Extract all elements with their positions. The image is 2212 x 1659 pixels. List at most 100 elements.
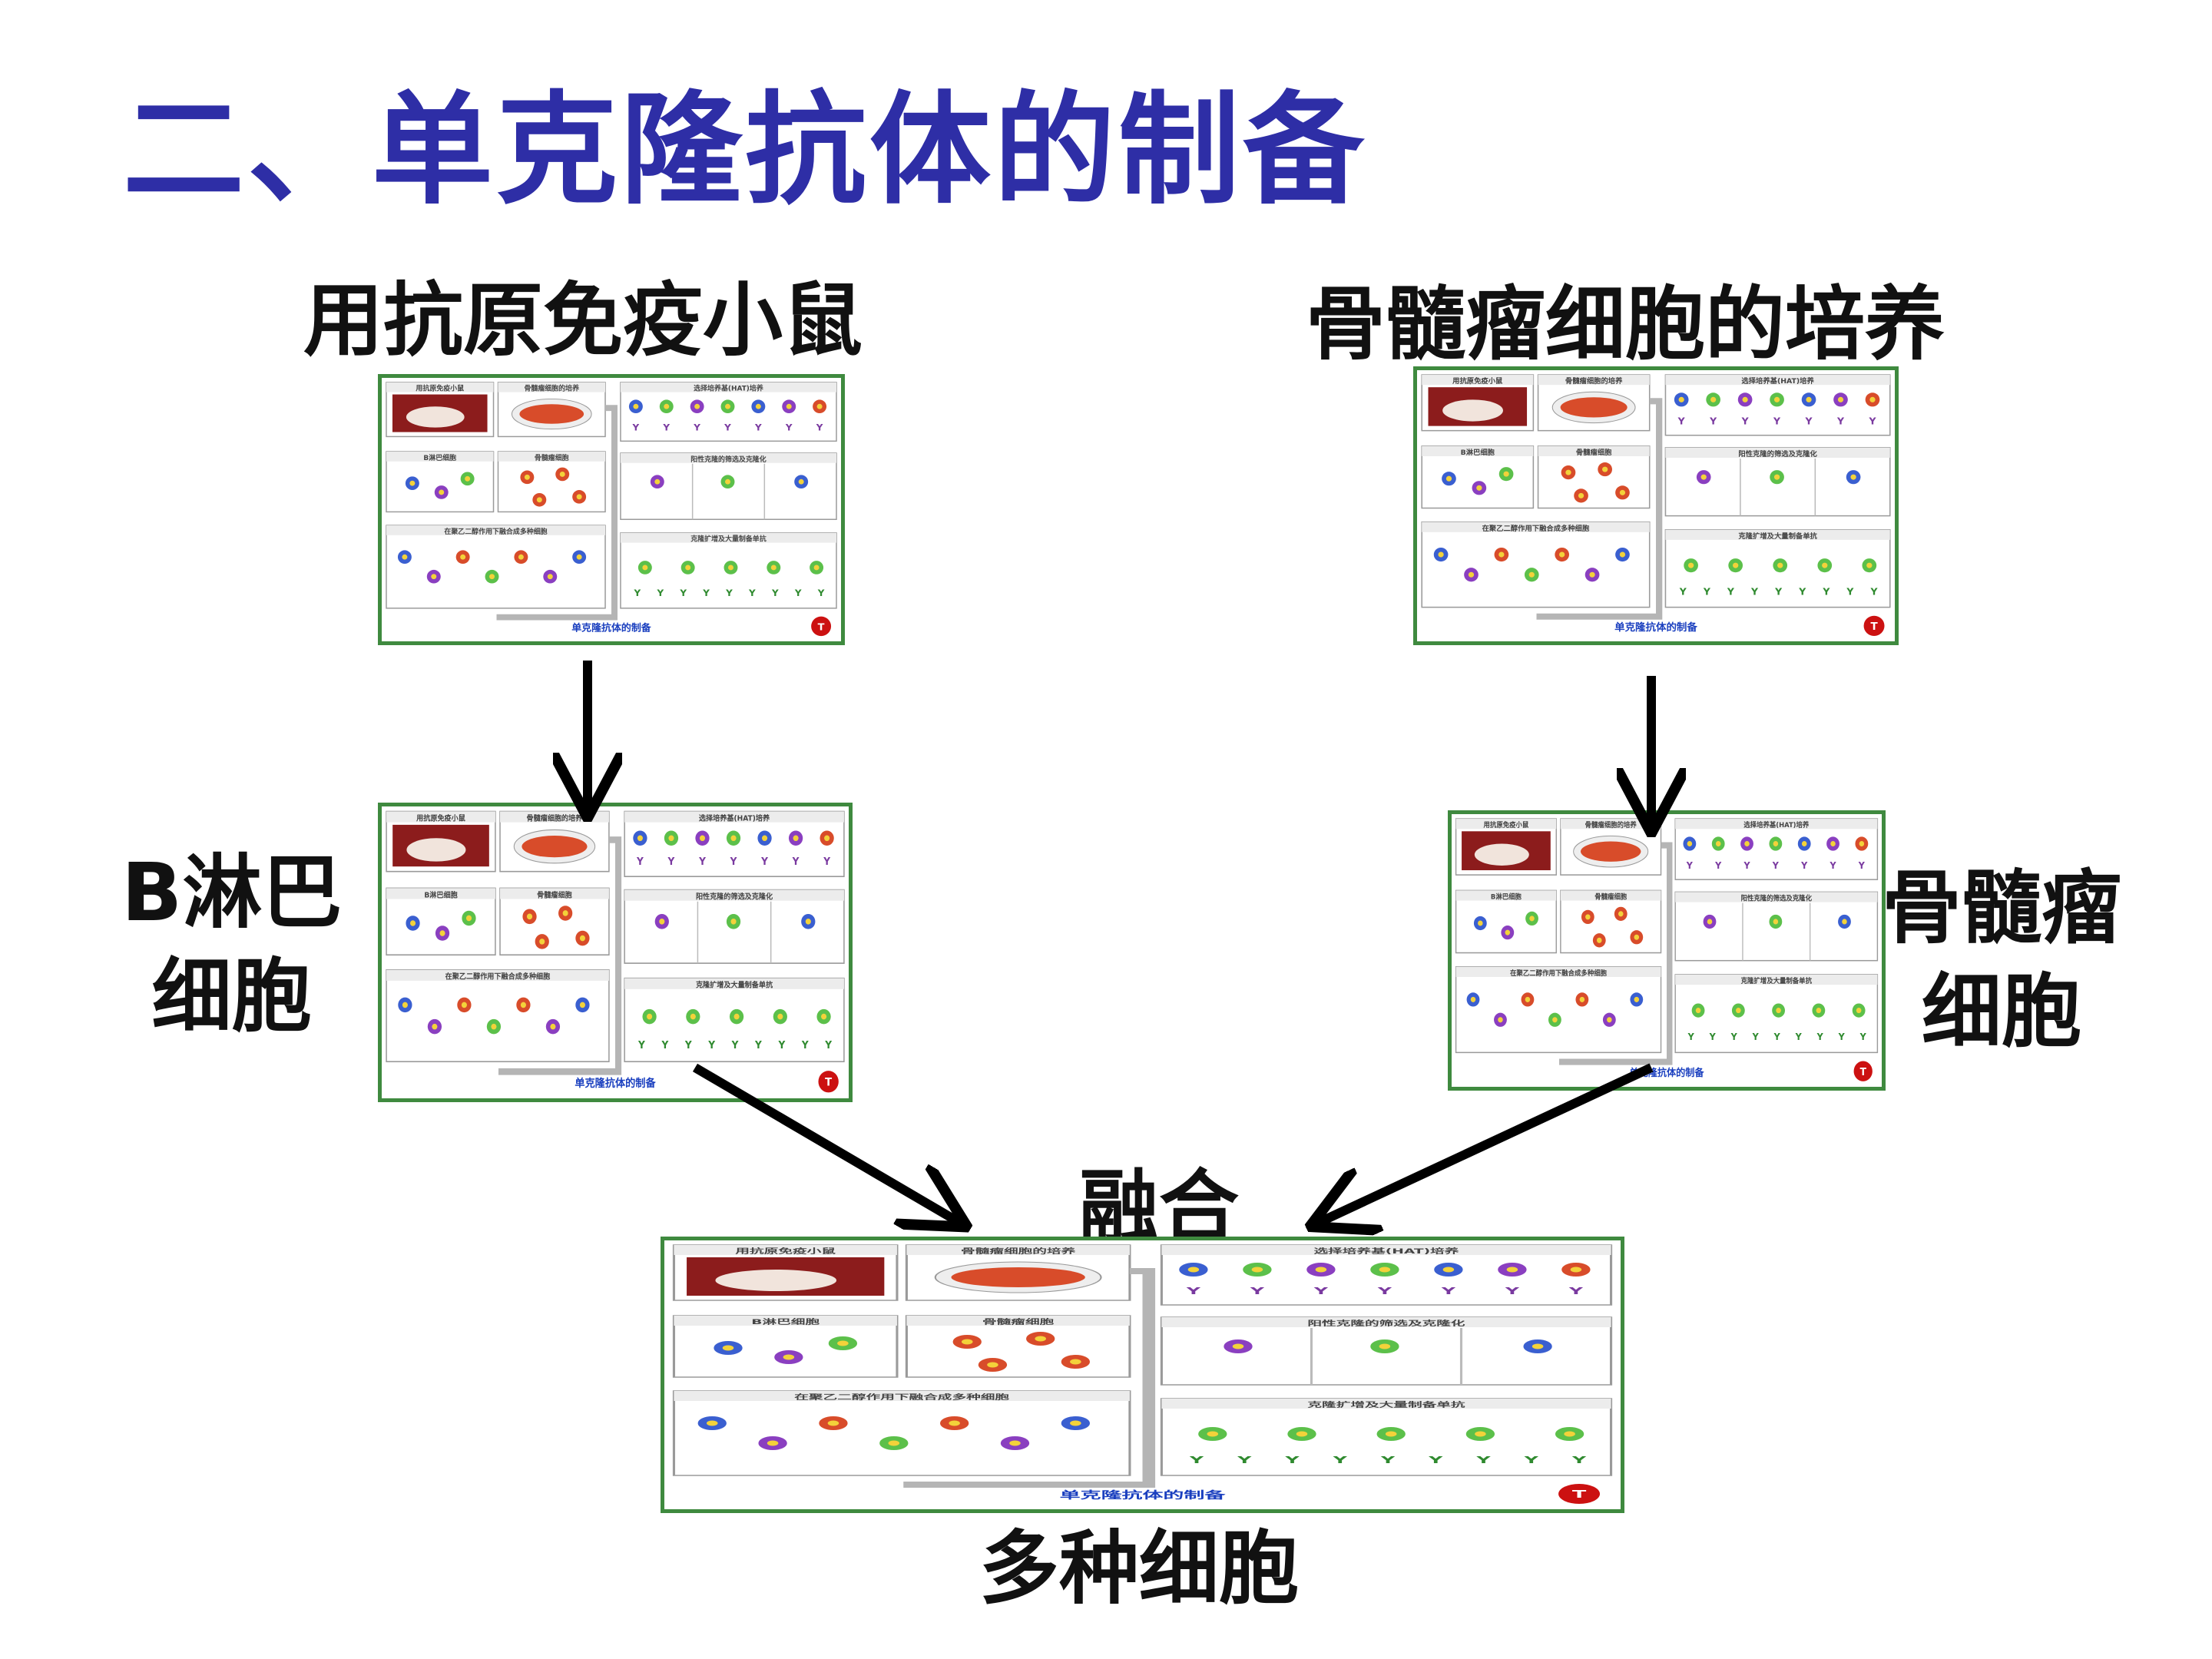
publisher-logo-icon [1558,1484,1601,1504]
cell-culture-icon [522,836,588,858]
cell-nucleus [1607,1017,1612,1023]
cell-nucleus [637,835,643,842]
panel-culture: 骨髓瘤细胞的培养 [1560,818,1662,876]
panel-immunize: 用抗原免疫小鼠 [386,810,496,873]
panel-label: 在聚乙二醇作用下融合成多种细胞 [444,527,547,536]
cell-nucleus [888,1440,900,1446]
antibody-icon: Y [1868,416,1876,427]
thumbnail-caption: 单克隆抗体的制备 [1060,1489,1227,1501]
antibody-icon: Y [1846,587,1853,598]
flow-connector [496,405,618,621]
cell-nucleus [1822,562,1828,568]
cell-nucleus [1468,571,1475,578]
antibody-icon: Y [1743,860,1751,872]
cell-nucleus [1837,396,1844,402]
cell-nucleus [777,1013,783,1020]
panel-label: 在聚乙二醇作用下融合成多种细胞 [794,1392,1009,1401]
cell-nucleus [579,935,585,942]
panel-label: B淋巴细胞 [751,1317,820,1326]
logo-mark: T [818,621,825,633]
cell-culture-icon [1560,397,1628,418]
panel-label: 用抗原免疫小鼠 [416,384,464,393]
panel-label: B淋巴细胞 [1461,448,1495,457]
antibody-icon: Y [816,422,823,433]
cell-nucleus [642,565,648,571]
cell-nucleus [1232,1343,1244,1349]
panel-label: B淋巴细胞 [1491,892,1522,901]
cell-nucleus [1776,1008,1781,1014]
cell-nucleus [1744,840,1750,847]
panel-myeloma: 骨髓瘤细胞 [905,1315,1131,1378]
cell-nucleus [1207,1431,1219,1437]
cell-nucleus [1801,840,1807,847]
cell-nucleus [1850,474,1856,480]
cell-nucleus [783,1354,795,1360]
cell-nucleus [961,1339,973,1345]
panel-myeloma: 骨髓瘤细胞 [497,451,606,513]
cell-nucleus [1856,1008,1862,1014]
cell-nucleus [536,497,542,503]
panel-label: 用抗原免疫小鼠 [735,1247,836,1255]
panel-b-cells: B淋巴细胞 [386,887,496,956]
cell-nucleus [730,835,737,842]
cell-nucleus [1700,474,1707,480]
antibody-icon: Y [1284,1455,1300,1465]
cell-nucleus [793,835,799,842]
panel-label: 克隆扩增及大量制备单抗 [695,980,773,989]
antibody-icon: Y [1816,1031,1824,1043]
antibody-icon: Y [792,856,800,868]
cell-nucleus [1385,1431,1397,1437]
cell-nucleus [1773,396,1780,402]
logo-mark: T [825,1076,833,1089]
panel-screening: 阳性克隆的筛选及克隆化 [624,889,845,964]
antibody-icon: Y [1838,1031,1846,1043]
cell-nucleus [733,1013,740,1020]
mouse-icon [1442,399,1503,422]
cell-nucleus [402,1002,408,1008]
cell-nucleus [1478,920,1483,926]
antibody-icon: Y [1774,587,1782,598]
antibody-icon: Y [724,422,731,433]
panel-label: 骨髓瘤细胞 [537,890,572,899]
panel-b-cells: B淋巴细胞 [672,1315,899,1378]
antibody-icon: Y [1822,587,1830,598]
flow-connector [903,1268,1156,1488]
panel-label: 选择培养基(HAT)培养 [699,813,770,823]
cell-nucleus [576,494,582,500]
panel-label: 用抗原免疫小鼠 [1452,376,1503,386]
antibody-icon: Y [1858,860,1866,872]
antibody-icon: Y [1859,1031,1867,1043]
cell-nucleus [786,403,792,409]
cell-nucleus [1475,1431,1486,1437]
label-b-lymphocyte-line1: B淋巴 [121,846,343,939]
cell-nucleus [1842,919,1847,925]
cell-nucleus [1187,1267,1200,1273]
cell-nucleus [1634,996,1640,1002]
label-b-lymphocyte-line2: 细胞 [151,949,312,1044]
cell-nucleus [813,565,820,571]
antibody-icon: Y [1568,1286,1584,1296]
cell-nucleus [489,574,495,580]
thumbnail-diagram: 用抗原免疫小鼠骨髓瘤细胞的培养B淋巴细胞骨髓瘤细胞在聚乙二醇作用下融合成多种细胞… [386,810,845,1093]
panel-screening: 阳性克隆的筛选及克隆化 [1674,891,1879,962]
antibody-icon: Y [748,588,756,598]
cell-culture-icon [1581,841,1641,862]
antibody-icon: Y [1380,1455,1396,1465]
antibody-icon: Y [1703,587,1710,598]
antibody-icon: Y [1709,1031,1717,1043]
panel-label: 骨髓瘤细胞的培养 [527,813,583,823]
page-title: 二、单克隆抗体的制备 [123,80,1367,221]
panel-label: 骨髓瘤细胞的培养 [1565,376,1623,386]
cell-nucleus [1503,471,1509,477]
antibody-icon: Y [1772,860,1780,872]
cell-nucleus [520,1002,526,1008]
panel-culture: 骨髓瘤细胞的培养 [905,1244,1131,1301]
cell-nucleus [1816,1008,1822,1014]
antibody-icon: Y [1752,1031,1760,1043]
antibody-icon: Y [760,856,769,868]
cell-nucleus [1773,474,1780,480]
cell-nucleus [465,475,471,482]
